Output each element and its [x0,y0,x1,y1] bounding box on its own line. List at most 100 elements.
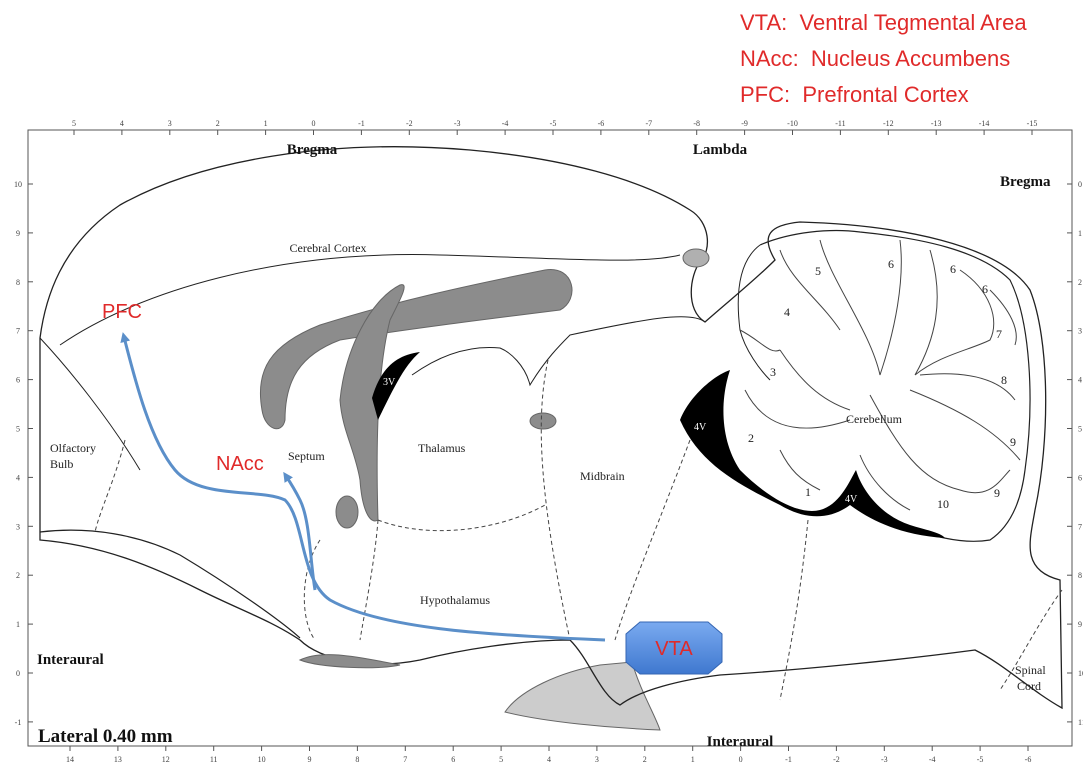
anterior-commissure [336,496,358,528]
axis-tick-label: 3 [16,522,20,531]
optic-tract [300,655,400,668]
label-olfactory: Olfactory [50,441,96,455]
axis-tick-label: -7 [645,119,652,128]
axis-tick-label: -2 [833,755,840,764]
axis-tick-label: 4 [120,119,124,128]
axis-tick-label: -6 [1025,755,1032,764]
axis-tick-label: -6 [598,119,605,128]
label-lambda-top: Lambda [693,142,748,158]
axis-tick-label: 8 [1078,571,1082,580]
lobule-number: 4 [784,305,790,319]
axis-tick-label: 13 [114,755,122,764]
olfactory-dashed [95,440,125,532]
axis-tick-label: 2 [1078,278,1082,287]
label-section: Lateral 0.40 mm [38,726,173,747]
axis-tick-label: 7 [16,327,20,336]
axis-tick-label: 10 [258,755,266,764]
axis-tick-label: -5 [977,755,984,764]
axis-tick-label: 0 [16,669,20,678]
label-septum: Septum [288,449,325,463]
axis-tick-label: 7 [403,755,407,764]
axis-tick-label: 12 [162,755,170,764]
axis-tick-label: 5 [16,425,20,434]
cerebellum-fold [738,245,770,380]
label-bregma-right: Bregma [1000,174,1051,190]
label-bulb: Bulb [50,457,73,471]
axis-tick-label: -10 [787,119,798,128]
axis-tick-label: -14 [979,119,990,128]
axis-tick-label: 1 [1078,229,1082,238]
lobule-number: 7 [996,327,1002,341]
lobule-number: 6 [982,282,988,296]
lobule-number: 6 [950,262,956,276]
axis-tick-label: 4 [547,755,551,764]
axis-tick-label: 11 [210,755,218,764]
axis-tick-label: 4 [1078,376,1082,385]
lobule-number: 3 [770,365,776,379]
axis-tick-label: -8 [693,119,700,128]
axis-tick-label: 5 [499,755,503,764]
label-bregma-top: Bregma [287,142,338,158]
axis-tick-label: -1 [358,119,365,128]
axis-tick-label: 3 [1078,327,1082,336]
axis-tick-label: 3 [595,755,599,764]
medulla-dashed [780,520,808,700]
axis-tick-label: 9 [308,755,312,764]
axis-tick-label: 5 [1078,425,1082,434]
label-4v-upper: 4V [694,422,707,433]
axis-tick-label: 2 [16,571,20,580]
axis-tick-label: 9 [16,229,20,238]
midbrain-nucleus [530,413,556,429]
thalamus-outline [412,317,705,385]
diagram-frame [28,130,1072,746]
axis-tick-label: 1 [691,755,695,764]
axis-tick-label: -4 [929,755,936,764]
label-cerebral-cortex: Cerebral Cortex [290,241,367,255]
axis-tick-label: 1 [16,620,20,629]
label-spinal: Spinal [1015,663,1046,677]
lobule-number: 8 [1001,373,1007,387]
fourth-ventricle [680,370,945,538]
axis-tick-label: -12 [883,119,894,128]
axis-tick-label: 4 [16,473,20,482]
label-3v: 3V [383,377,396,388]
label-pfc: PFC [102,301,142,323]
axis-tick-label: 2 [643,755,647,764]
corpus-callosum [260,270,572,429]
axis-tick-label: -11 [835,119,845,128]
label-cord: Cord [1017,679,1041,693]
axis-tick-label: 8 [355,755,359,764]
axis-tick-label: -4 [502,119,509,128]
lobule-number: 2 [748,431,754,445]
lobule-number: 9 [994,486,1000,500]
axis-tick-label: -1 [785,755,792,764]
label-hypothalamus: Hypothalamus [420,593,490,607]
top-axis: 543210-1-2-3-4-5-6-7-8-9-10-11-12-13-14-… [72,119,1037,135]
axis-tick-label: -2 [406,119,413,128]
label-nacc: NAcc [216,453,264,475]
axis-tick-label: 10 [14,180,22,189]
lobule-number: 9 [1010,435,1016,449]
axis-tick-label: -1 [15,718,22,727]
axis-tick-label: 6 [451,755,455,764]
axis-tick-label: 10 [1078,669,1083,678]
lobule-number: 1 [805,485,811,499]
right-axis: 01234567891011 [1067,180,1083,727]
axis-tick-label: 5 [72,119,76,128]
midbrain-boundary [541,360,570,640]
axis-tick-label: 1 [264,119,268,128]
axis-tick-label: 7 [1078,522,1082,531]
label-interaural-left: Interaural [37,652,104,668]
axis-tick-label: 14 [66,755,74,764]
axis-tick-label: 0 [739,755,743,764]
pons-dashed [615,440,690,640]
axis-tick-label: -3 [881,755,888,764]
axis-tick-label: -3 [454,119,461,128]
label-interaural-bottom: Interaural [707,734,774,750]
axis-tick-label: 11 [1078,718,1083,727]
folia-lines [740,240,1020,510]
lobule-number: 6 [888,257,894,271]
